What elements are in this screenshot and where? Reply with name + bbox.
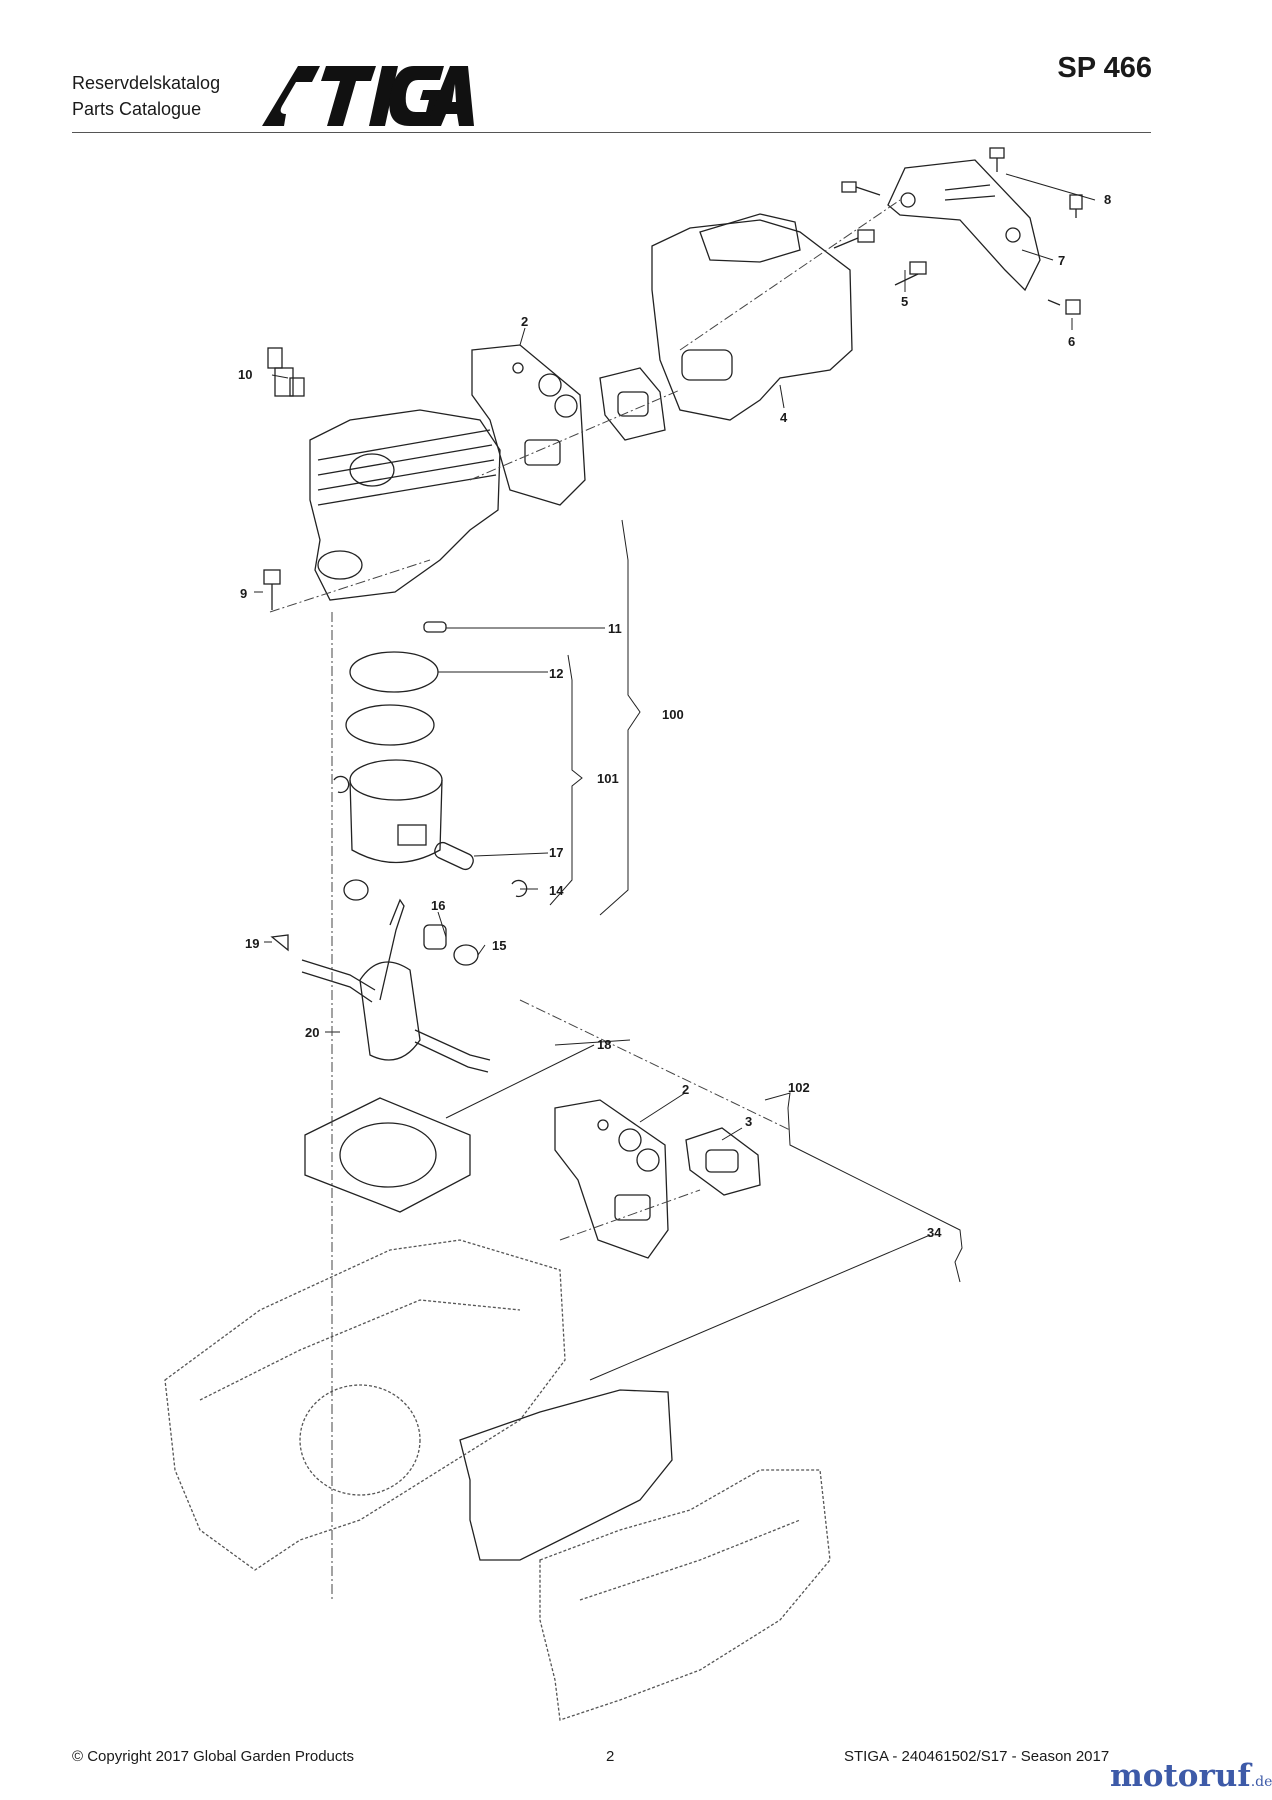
crankcase-right	[539, 1469, 831, 1721]
spark-plug	[267, 347, 305, 397]
screw-left	[841, 181, 881, 196]
callout-3: 3	[745, 1114, 752, 1129]
leader-lines	[254, 173, 1096, 1600]
cylinder-base-gasket	[304, 1097, 471, 1213]
muffler-gasket-upper	[599, 367, 666, 441]
callout-4: 4	[780, 410, 788, 425]
watermark-name: motoruf	[1110, 1758, 1251, 1794]
callout-102: 102	[788, 1080, 810, 1095]
callout-12: 12	[549, 666, 563, 681]
footer-page-number: 2	[606, 1748, 615, 1765]
piston	[349, 759, 443, 864]
callout-5: 5	[901, 294, 908, 309]
callout-11: 11	[608, 621, 622, 636]
callout-8: 8	[1104, 192, 1111, 207]
callout-9: 9	[240, 586, 247, 601]
footer-copyright: © Copyright 2017 Global Garden Products	[72, 1748, 355, 1765]
callout-17: 17	[549, 845, 563, 860]
screw-top	[989, 147, 1005, 172]
woodruff-key	[270, 934, 289, 952]
callout-10: 10	[238, 367, 252, 382]
footer-catalogue-id: STIGA - 240461502/S17 - Season 2017	[844, 1748, 1110, 1765]
washer-15	[453, 944, 479, 966]
circlip-14	[511, 879, 528, 898]
callout-20: 20	[305, 1025, 319, 1040]
piston-ring-2	[345, 704, 435, 746]
screw-6	[1047, 299, 1081, 315]
callout-2-lower: 2	[682, 1082, 689, 1097]
screw-mid	[833, 229, 875, 249]
screw-5	[894, 261, 927, 286]
washer-left	[343, 879, 369, 901]
watermark: motoruf.de	[1110, 1758, 1272, 1794]
watermark-suffix: .de	[1250, 1774, 1272, 1790]
catalogue-title-english: Parts Catalogue	[72, 99, 202, 119]
callout-15: 15	[492, 938, 506, 953]
needle-bearing	[423, 924, 447, 950]
callout-2-upper: 2	[521, 314, 528, 329]
callout-6: 6	[1068, 334, 1075, 349]
piston-pin	[434, 841, 474, 871]
heat-shield-upper	[471, 344, 586, 506]
callout-14: 14	[549, 883, 564, 898]
stiga-logo	[262, 66, 474, 126]
dowel-pin	[423, 621, 447, 633]
header-divider	[72, 132, 1151, 133]
callout-100: 100	[662, 707, 684, 722]
callout-34: 34	[927, 1225, 942, 1240]
crankcase-gasket	[459, 1389, 673, 1561]
callout-7: 7	[1058, 253, 1065, 268]
callout-19: 19	[245, 936, 259, 951]
circlip-left	[333, 775, 350, 794]
muffler	[651, 219, 853, 421]
heat-shield-lower	[554, 1099, 669, 1259]
cylinder-bolt	[263, 569, 281, 610]
cylinder	[309, 409, 501, 601]
model-number: SP 466	[1057, 52, 1152, 84]
muffler-gasket-lower	[685, 1127, 761, 1196]
callout-101: 101	[597, 771, 619, 786]
catalogue-title-swedish: Reservdelskatalog	[72, 73, 221, 93]
piston-ring-1	[349, 651, 439, 693]
crankshaft	[301, 898, 491, 1073]
crankcase-left	[164, 1239, 566, 1571]
callout-16: 16	[431, 898, 445, 913]
callout-18: 18	[597, 1037, 611, 1052]
screw-8	[1069, 194, 1083, 218]
muffler-bracket	[887, 159, 1041, 292]
